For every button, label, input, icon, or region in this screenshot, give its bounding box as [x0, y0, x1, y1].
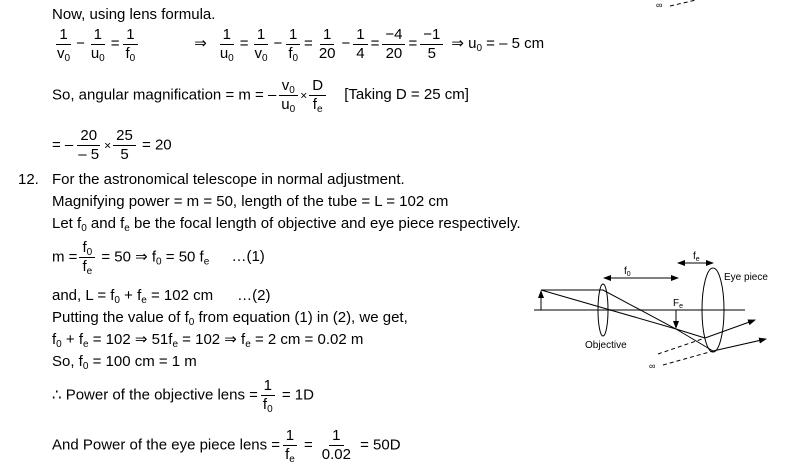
eyepiece-label: Eye piece [724, 272, 768, 283]
infinity-label: ∞ [649, 361, 655, 371]
fe-label: fe [693, 251, 700, 263]
operator: − [273, 35, 283, 53]
intro-text: Now, using lens formula. [52, 6, 216, 23]
u0-result: ⇒ u0 = – 5 cm [451, 35, 545, 55]
operator: = [304, 35, 313, 53]
implies-symbol: ⇒ [194, 35, 207, 53]
magnification-note: [Taking D = 25 cm] [344, 86, 469, 104]
operator: = [370, 35, 380, 53]
ray-2 [540, 289, 706, 339]
ray-1 [541, 289, 714, 352]
line-focal-lengths: Let f0 and fe be the focal length of obj… [52, 215, 521, 234]
dashed-back-ray-1 [657, 337, 706, 355]
line-so-f0: So, f0 = 100 cm = 1 m [52, 353, 197, 372]
magnification-prefix: So, angular magnification = m = – [52, 86, 277, 104]
objective-label: Objective [585, 340, 627, 351]
line-magnifying-power: Magnifying power = m = 50, length of the… [52, 193, 449, 210]
dashed-back-ray-2 [662, 350, 714, 366]
emergent-ray-2 [712, 337, 767, 352]
line-putting: Putting the value of f0 from equation (1… [52, 309, 408, 328]
emergent-ray-1 [704, 319, 756, 339]
operator: − [341, 35, 351, 53]
Fe-label: Fe [673, 298, 683, 310]
equation-tag-1: …(1) [231, 248, 265, 266]
dashed-ray [669, 0, 697, 7]
objective-lens [597, 283, 609, 337]
line-sum: f0 + fe = 102 ⇒ 51fe = 102 ⇒ fe = 2 cm =… [52, 331, 364, 350]
infinity-label: ∞ [656, 0, 662, 10]
operator: = [239, 35, 249, 53]
fraction-20-minus5: 20– 5 [77, 127, 101, 163]
operator: = [408, 35, 418, 53]
telescope-ray-diagram: f0 fe Fe Eye piece Objective ∞ [534, 251, 768, 371]
operator: − [76, 35, 85, 53]
f0-label: f0 [624, 266, 631, 278]
equation-2: and, L = f0 + fe = 102 cm…(2) [52, 287, 271, 306]
equation-tag-2: …(2) [237, 287, 271, 304]
line-telescope: For the astronomical telescope in normal… [52, 171, 405, 188]
operator: = [110, 35, 120, 53]
previous-diagram-fragment: ∞ [656, 0, 697, 10]
eyepiece-lens [701, 267, 725, 353]
question-number: 12. [18, 171, 39, 188]
